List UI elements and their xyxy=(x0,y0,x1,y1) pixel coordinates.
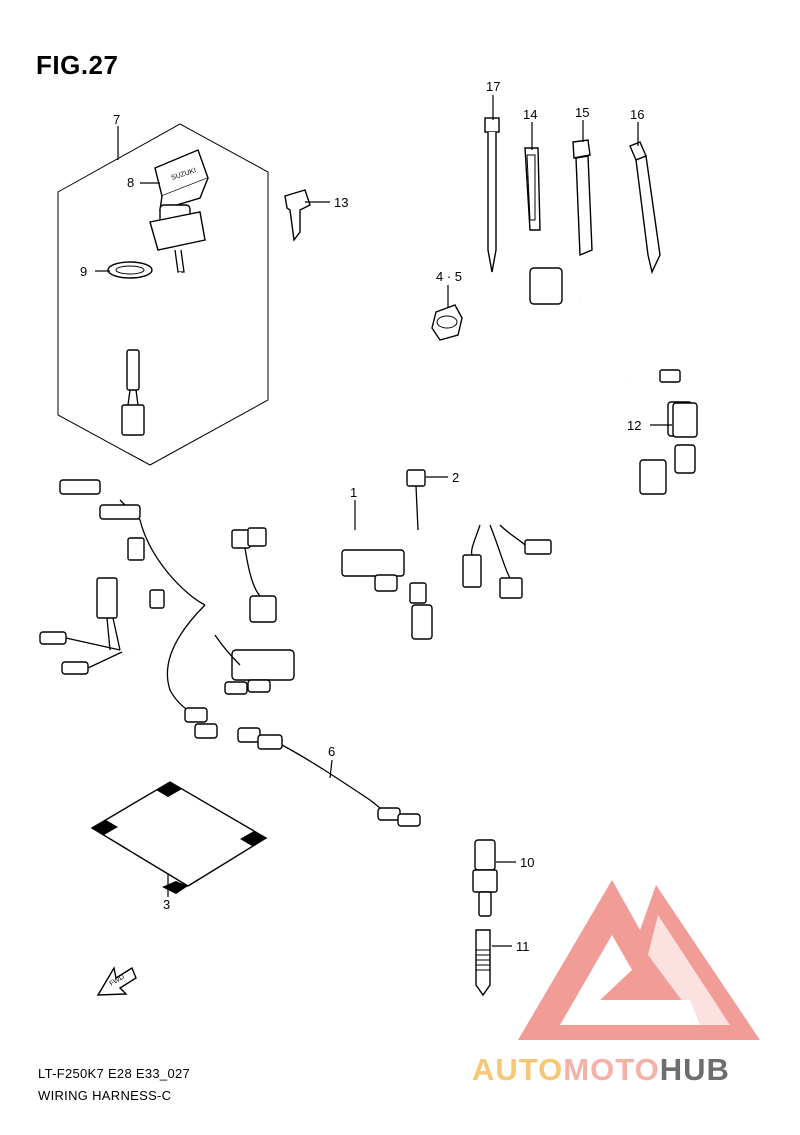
relay-part xyxy=(672,402,698,438)
callout-3: 3 xyxy=(163,897,170,912)
callout-6: 6 xyxy=(328,744,335,759)
main-harness xyxy=(39,267,696,739)
callout-15: 15 xyxy=(575,105,589,120)
watermark-moto: MOTO xyxy=(563,1052,660,1087)
callout-2: 2 xyxy=(452,470,459,485)
callout-11: 11 xyxy=(516,939,530,954)
callout-17: 17 xyxy=(486,79,500,94)
leader-lines xyxy=(95,95,672,947)
figure-title: FIG.27 xyxy=(36,50,119,80)
watermark-auto: AUTO xyxy=(472,1052,564,1087)
callout-8: 8 xyxy=(127,175,134,190)
lead-wire xyxy=(237,727,421,827)
callout-10: 10 xyxy=(520,855,534,870)
callout-labels: 7 8 9 13 17 14 15 16 4 · 5 12 2 1 6 10 1… xyxy=(80,79,644,954)
clamp-part xyxy=(431,304,463,341)
sensor-part xyxy=(411,604,498,997)
key-part xyxy=(284,189,311,242)
watermark-hub: HUB xyxy=(659,1052,730,1087)
callout-16: 16 xyxy=(630,107,644,122)
callout-1: 1 xyxy=(350,485,357,500)
callout-4-5: 4 · 5 xyxy=(436,269,462,284)
forward-arrow-icon: FWD xyxy=(96,966,137,996)
callout-12: 12 xyxy=(627,418,641,433)
ignition-switch-kit: SUZUKI xyxy=(57,123,269,466)
callout-14: 14 xyxy=(523,107,537,122)
bands-group xyxy=(484,117,661,275)
callout-13: 13 xyxy=(334,195,348,210)
callout-9: 9 xyxy=(80,264,87,279)
label-sheet xyxy=(90,781,268,894)
model-code: LT-F250K7 E28 E33_027 xyxy=(38,1066,191,1081)
callout-7: 7 xyxy=(113,112,120,127)
watermark-text: AUTOMOTOHUB xyxy=(472,1052,730,1088)
watermark-logo-icon xyxy=(518,880,760,1040)
figure-name: WIRING HARNESS-C xyxy=(38,1088,172,1103)
